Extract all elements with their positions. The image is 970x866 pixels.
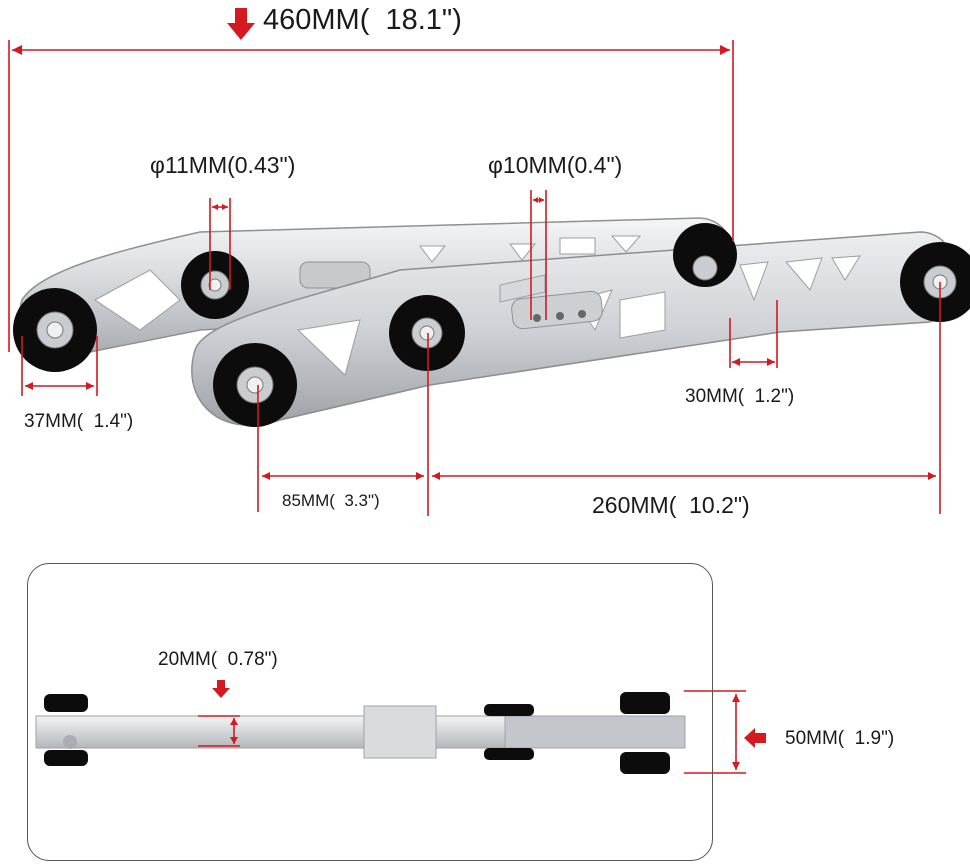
hole-right-label: φ10MM(0.4")	[488, 152, 623, 178]
dimension-lines	[8, 40, 941, 774]
front-control-arm	[191, 231, 959, 426]
slot-spacing-label: 30MM( 1.2")	[685, 386, 795, 407]
arrow-left-icon	[744, 728, 766, 748]
arm-thickness-label: 20MM( 0.78")	[158, 649, 278, 670]
arrow-down-icon	[227, 8, 255, 40]
mount-offset-label: 85MM( 3.3")	[282, 491, 380, 510]
arrow-down-icon	[212, 680, 230, 698]
bushing-width-label: 37MM( 1.4")	[24, 411, 134, 432]
side-view	[35, 692, 686, 774]
arrowheads	[12, 45, 936, 770]
bushings	[13, 223, 970, 427]
bushing-height-label: 50MM( 1.9")	[785, 728, 895, 749]
side-view-frame	[27, 563, 713, 861]
overall-length-label: 460MM( 18.1")	[263, 4, 462, 36]
hole-left-label: φ11MM(0.43")	[150, 152, 296, 178]
mount-span-label: 260MM( 10.2")	[592, 492, 750, 518]
bushing-rear-right	[673, 223, 737, 287]
